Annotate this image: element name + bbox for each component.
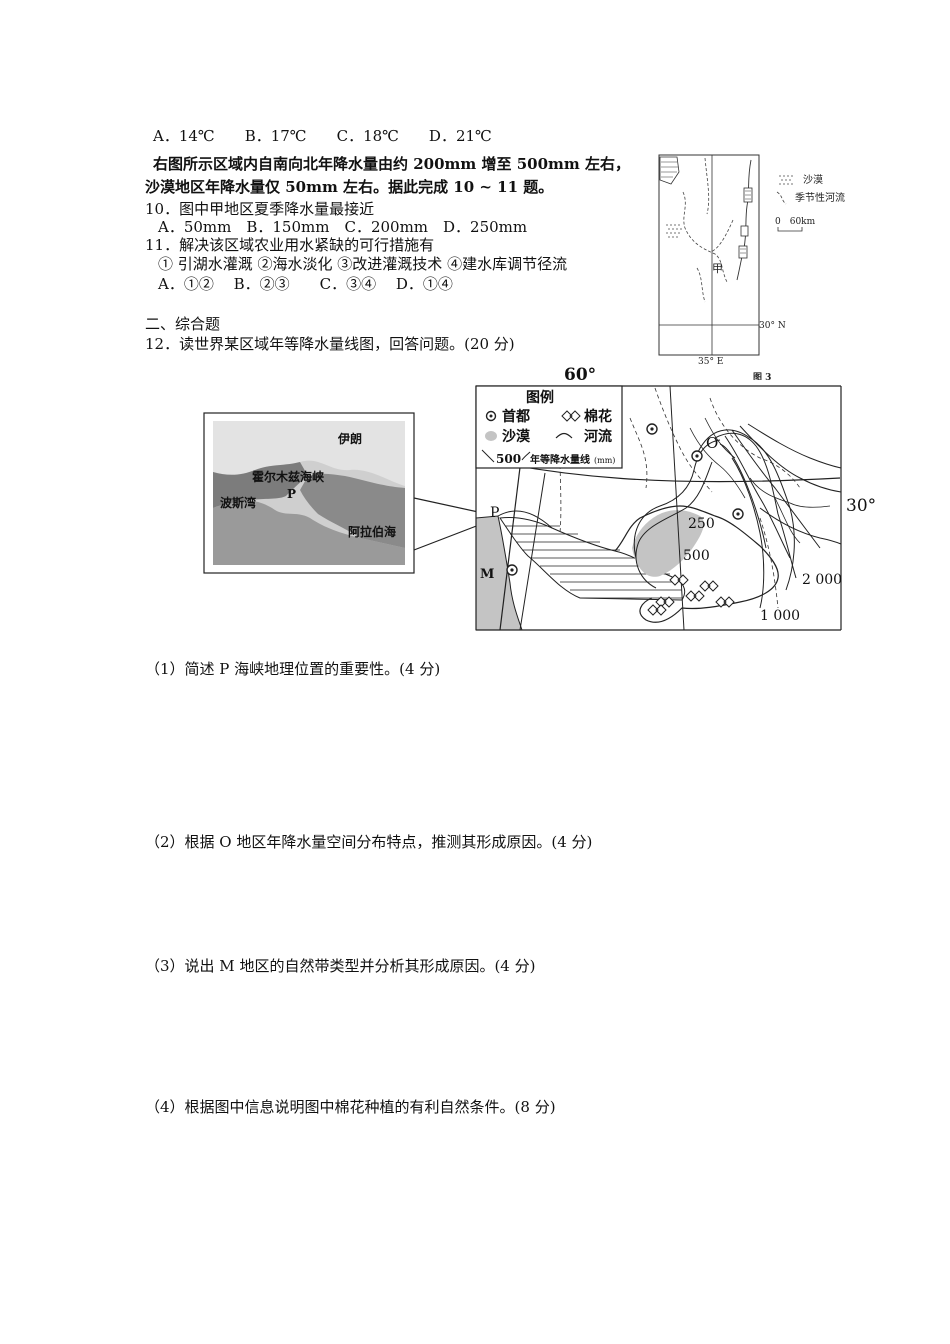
scale-bar-icon: [777, 227, 803, 232]
legend-capital: 首都: [502, 408, 530, 425]
desert-swatch-icon: [779, 175, 793, 185]
intro-line-2: 沙漠地区年降水量仅 50mm 左右。据此完成 10 ~ 11 题。: [145, 178, 554, 196]
section-2-title: 二、综合题: [145, 315, 221, 333]
fig3-caption: 图 3: [753, 372, 771, 380]
cotton-icon: [699, 580, 719, 592]
q10-options: A．50mm B．150mm C．200mm D．250mm: [158, 218, 528, 236]
isohyet-1000-label: 1 000: [760, 608, 800, 624]
inset-label-gulf: 波斯湾: [220, 495, 256, 510]
capital-icon: [506, 564, 518, 576]
q9-options: A．14℃ B．17℃ C．18℃ D．21℃: [153, 127, 492, 145]
capital-icon: [732, 508, 744, 520]
figure-3-map: 甲 30° N 35° E 图 3 沙漠 季节性河流 0 60km: [658, 154, 845, 380]
inset-label-iran: 伊朗: [337, 431, 362, 446]
legend-isohyet-value: 500: [496, 452, 521, 466]
cotton-icon: [685, 590, 705, 602]
fig3-legend-desert: 沙漠: [803, 174, 823, 186]
fig3-legend-river: 季节性河流: [795, 191, 845, 204]
q11-choices: ① 引湖水灌溉 ②海水淡化 ③改进灌溉技术 ④建水库调节径流: [158, 255, 568, 273]
legend-isohyet-unit: (mm): [594, 456, 615, 465]
cotton-legend-icon: [561, 410, 581, 422]
isohyet-500-label: 500: [683, 548, 710, 564]
legend-title: 图例: [526, 389, 554, 406]
label-m: M: [480, 567, 494, 582]
q12-sub-3: （3）说出 M 地区的自然带类型并分析其形成原因。(4 分): [145, 957, 536, 975]
legend-river: 河流: [584, 428, 612, 445]
fig3-lat-label: 30° N: [759, 321, 786, 331]
q12-map: 伊朗 霍尔木兹海峡 P 波斯湾 阿拉伯海: [203, 365, 876, 631]
legend-cotton: 棉花: [584, 408, 612, 425]
inset-label-sea: 阿拉伯海: [348, 524, 396, 539]
cotton-icon: [715, 596, 735, 608]
q11-stem: 11．解决该区域农业用水紧缺的可行措施有: [145, 236, 435, 254]
label-o: O: [706, 434, 718, 452]
main-map: 60° 30° O P M 250 500 2 000 1 000 图例 首都 …: [475, 365, 876, 631]
fig3-label-jia: 甲: [712, 262, 723, 275]
inset-label-strait: 霍尔木兹海峡: [252, 469, 324, 484]
cotton-icon: [647, 604, 667, 616]
isohyet-250-label: 250: [688, 516, 715, 532]
q12-sub-1: （1）简述 P 海峡地理位置的重要性。(4 分): [145, 660, 441, 678]
inset-label-p: P: [287, 487, 296, 501]
lat-30-label: 30°: [846, 496, 876, 516]
river-legend-icon: [555, 432, 573, 439]
capital-icon: [646, 423, 658, 435]
label-p: P: [490, 505, 499, 521]
cotton-icon: [669, 574, 689, 586]
fig3-lon-label: 35° E: [698, 357, 723, 367]
q12-sub-4: （4）根据图中信息说明图中棉花种植的有利自然条件。(8 分): [145, 1098, 556, 1116]
inset-map: 伊朗 霍尔木兹海峡 P 波斯湾 阿拉伯海: [203, 412, 415, 574]
fig3-legend: 沙漠 季节性河流 0 60km: [775, 174, 845, 232]
seasonal-river-swatch-icon: [776, 191, 787, 205]
legend-isohyet: 年等降水量线: [530, 453, 590, 466]
legend-desert: 沙漠: [502, 428, 531, 445]
capital-legend-icon: [485, 410, 497, 422]
q10-stem: 10．图中甲地区夏季降水量最接近: [145, 200, 375, 218]
capital-icon: [691, 450, 703, 462]
lon-60-label: 60°: [564, 365, 596, 385]
desert-legend-icon: [485, 431, 497, 441]
map12-legend: 图例 首都 棉花 沙漠 河流 500 年等降水量线 (mm): [475, 385, 623, 469]
cotton-icon: [655, 596, 675, 608]
fig3-scale-label: 0 60km: [775, 217, 816, 227]
isohyet-2000-label: 2 000: [802, 572, 842, 588]
intro-line-1: 右图所示区域内自南向北年降水量由约 200mm 增至 500mm 左右，: [153, 155, 630, 173]
q11-options: A．①② B．②③ C．③④ D．①④: [158, 275, 453, 293]
q12-stem: 12．读世界某区域年等降水量线图，回答问题。(20 分): [145, 335, 515, 353]
q12-sub-2: （2）根据 O 地区年降水量空间分布特点，推测其形成原因。(4 分): [145, 833, 593, 851]
